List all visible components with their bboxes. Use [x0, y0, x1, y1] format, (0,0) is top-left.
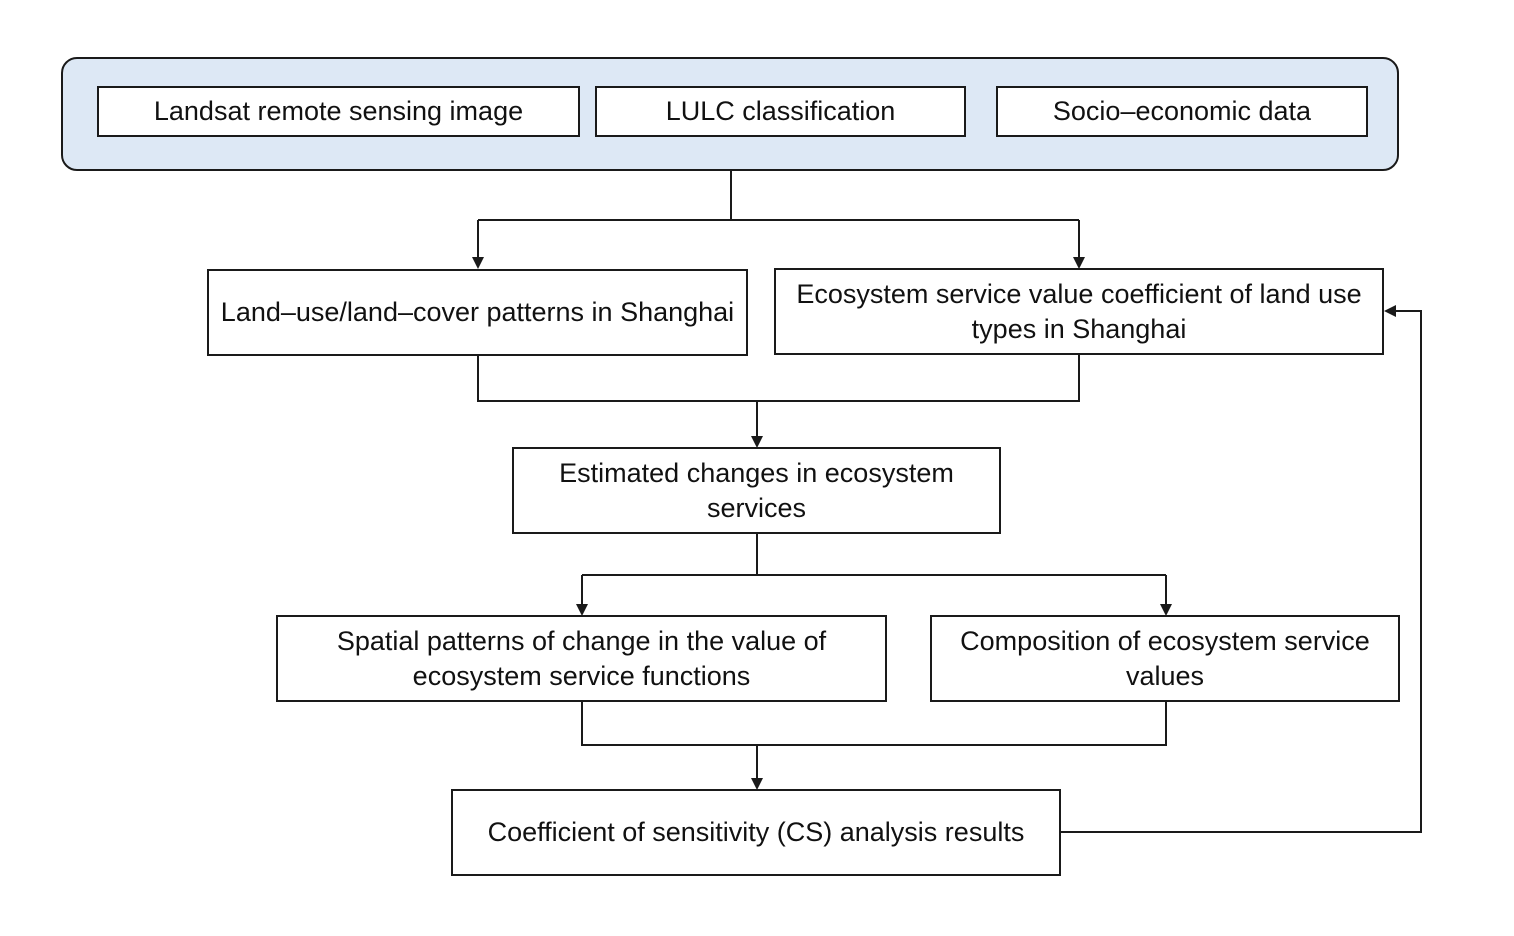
estimated-changes-label: Estimated changes in ecosystem services [559, 457, 954, 523]
connector-merge-1 [477, 355, 1080, 402]
landsat-image-label: Landsat remote sensing image [153, 96, 524, 126]
spatial-patterns-box: Spatial patterns of change in the value … [276, 615, 887, 702]
arrow-feedback-loop [1061, 305, 1422, 833]
lulc-patterns-label: Land–use/land–cover patterns in Shanghai [220, 297, 735, 327]
esv-coefficient-label: Ecosystem service value coefficient of l… [796, 278, 1362, 344]
spatial-patterns-label: Spatial patterns of change in the value … [336, 625, 827, 691]
cs-analysis-label: Coefficient of sensitivity (CS) analysis… [487, 817, 1025, 847]
cs-analysis-box: Coefficient of sensitivity (CS) analysis… [451, 789, 1061, 876]
landsat-image-box: Landsat remote sensing image [97, 86, 580, 137]
connector-input-split [478, 171, 1079, 221]
socio-economic-box: Socio–economic data [996, 86, 1368, 137]
estimated-changes-box: Estimated changes in ecosystem services [512, 447, 1001, 534]
composition-box: Composition of ecosystem service values [930, 615, 1400, 702]
composition-label: Composition of ecosystem service values [960, 625, 1370, 691]
esv-coefficient-box: Ecosystem service value coefficient of l… [774, 268, 1384, 355]
lulc-patterns-box: Land–use/land–cover patterns in Shanghai [207, 269, 748, 356]
connector-split-2 [582, 533, 1166, 576]
connector-merge-2 [581, 701, 1167, 746]
lulc-classification-box: LULC classification [595, 86, 966, 137]
lulc-classification-label: LULC classification [665, 96, 896, 126]
socio-economic-label: Socio–economic data [1052, 96, 1312, 126]
